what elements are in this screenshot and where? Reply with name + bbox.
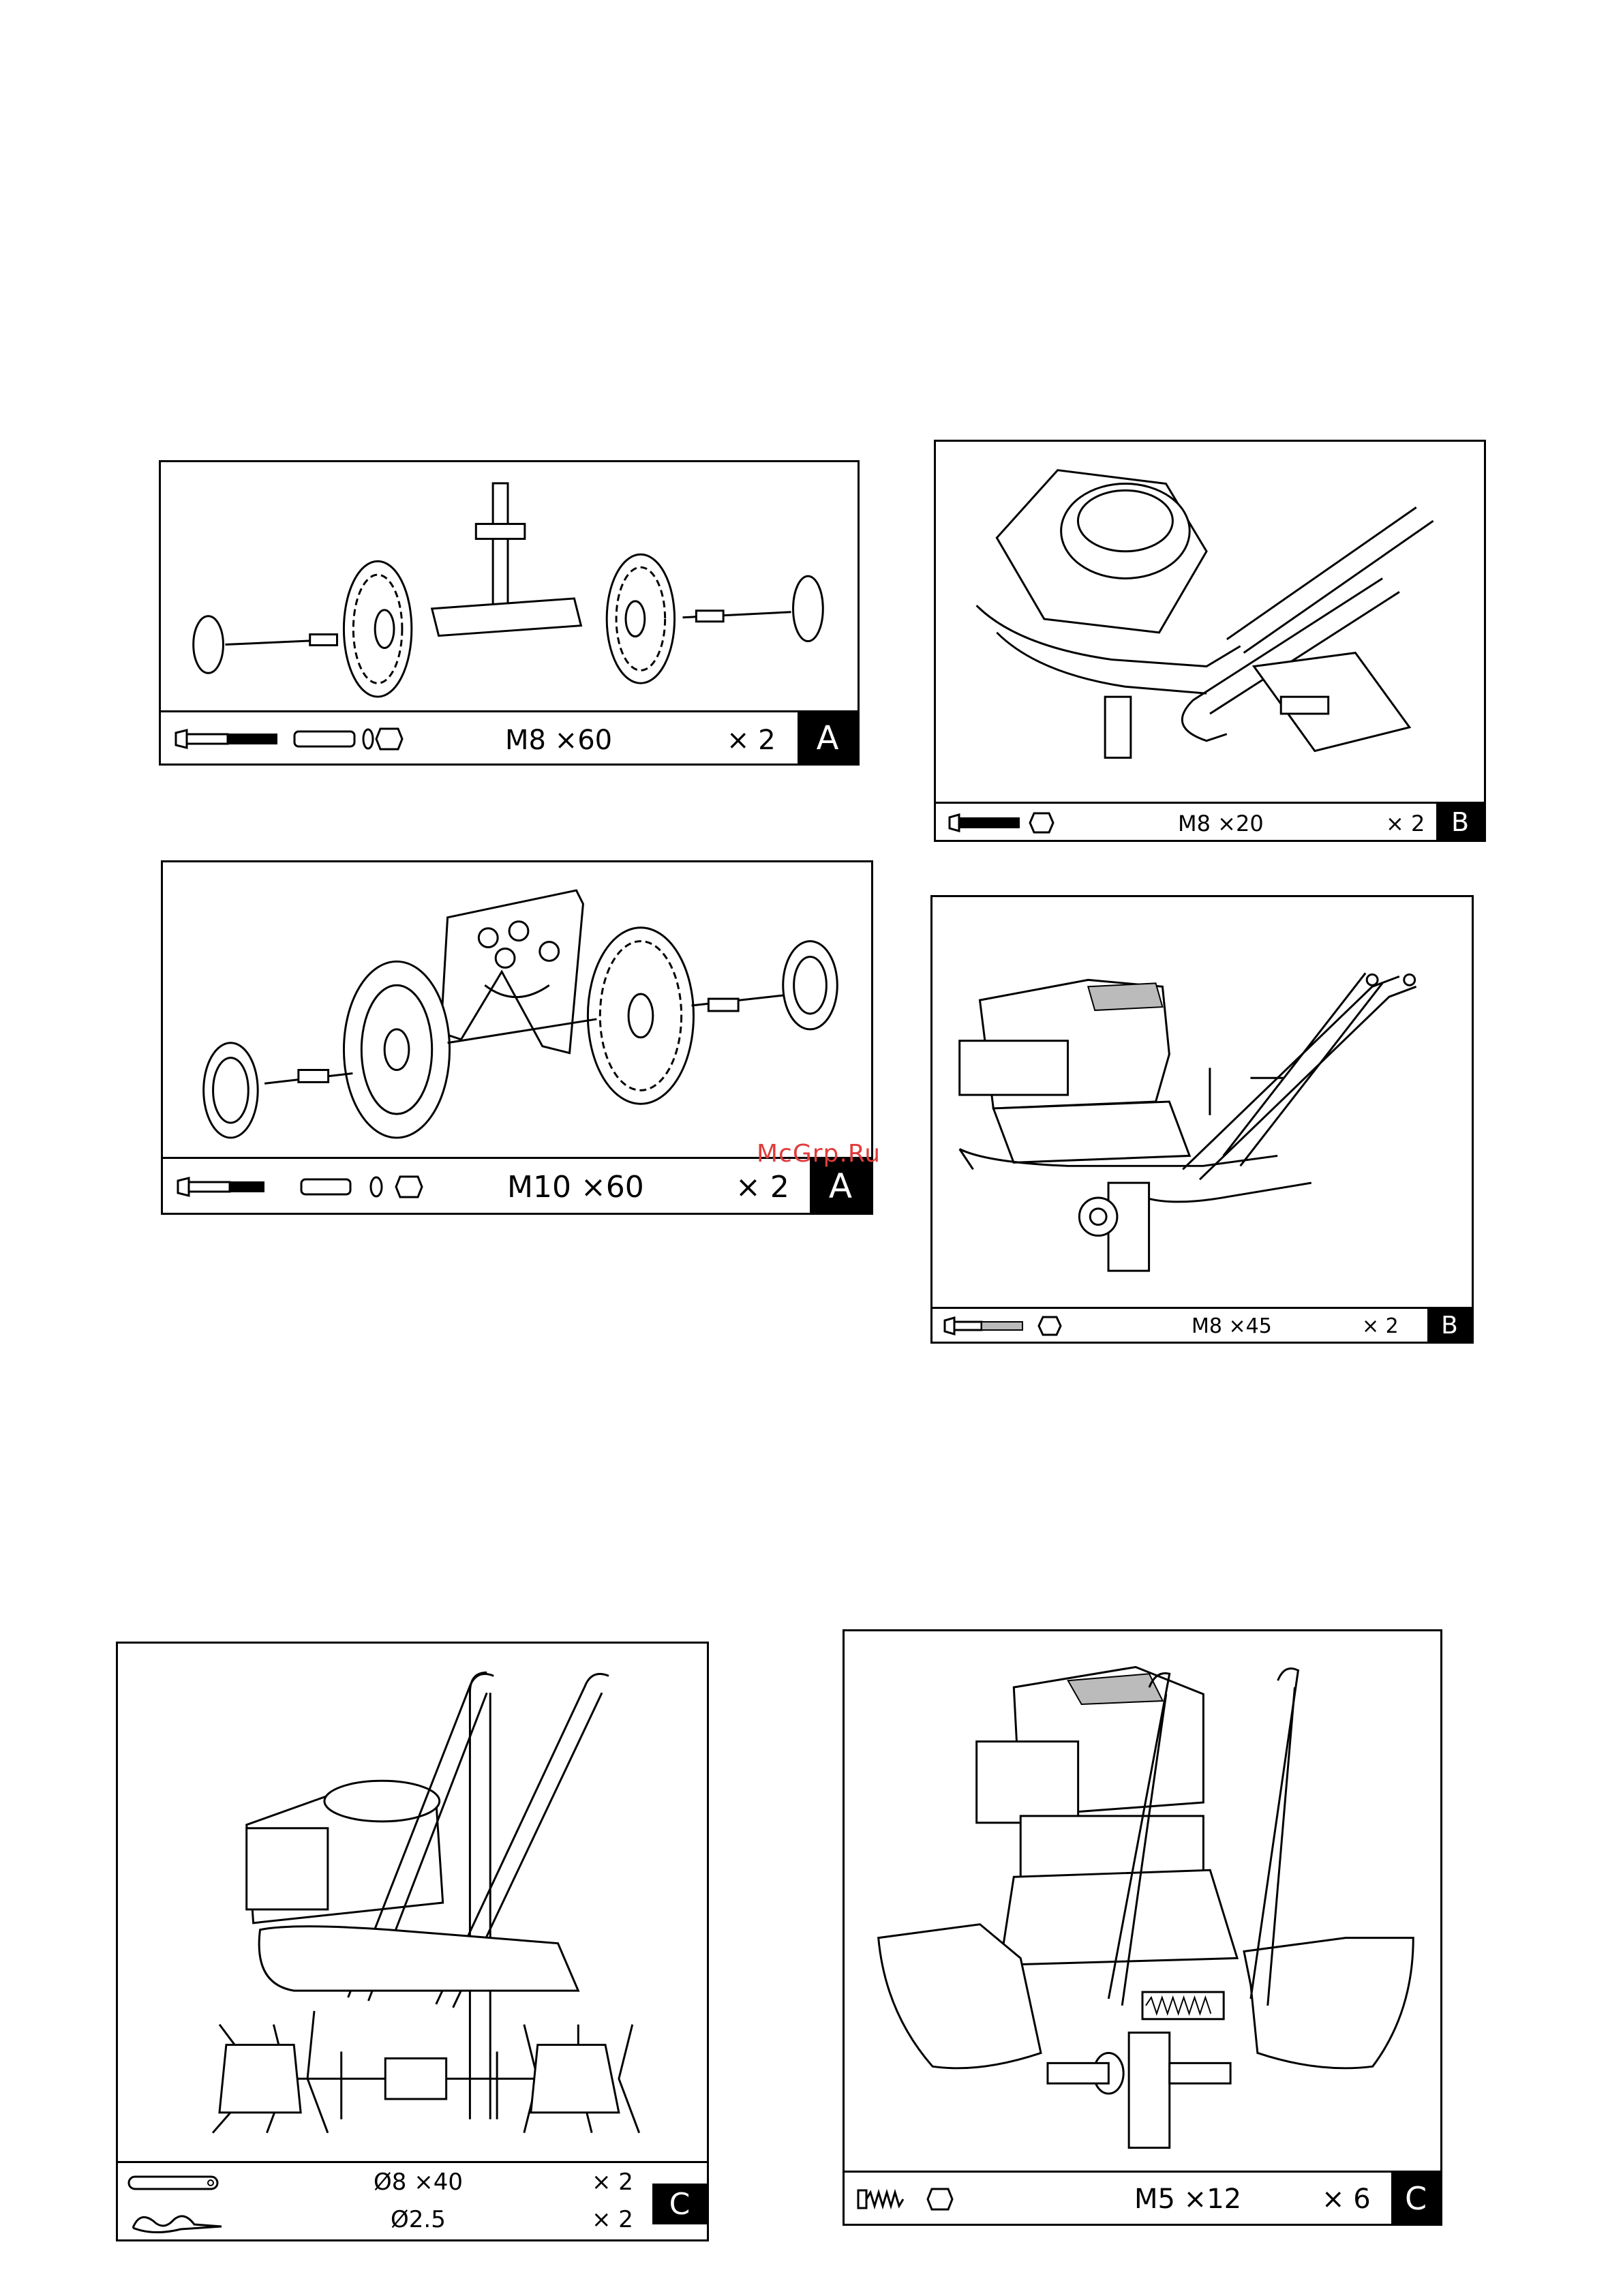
parts-icons <box>947 811 1063 835</box>
bolt-icon <box>176 730 277 748</box>
fastener-quantity: × 2 <box>735 1170 789 1205</box>
nut-icon <box>1039 1317 1061 1335</box>
step-badge: B <box>1427 1309 1472 1342</box>
panel-c1-tines-assembly: Ø8 ×40 × 2 Ø2.5 × 2 C <box>116 1642 709 2241</box>
parts-icons <box>173 722 412 756</box>
pin-quantity: × 2 <box>592 2169 633 2196</box>
engine-frame-handle-illustration <box>932 897 1472 1310</box>
fastener-quantity: × 2 <box>1362 1314 1399 1338</box>
nut-icon <box>928 2189 952 2209</box>
panel-b2-frame-handle: M8 ×45 × 2 B <box>930 895 1474 1344</box>
fastener-quantity: × 2 <box>727 725 776 756</box>
nut-icon <box>396 1177 422 1197</box>
step-badge: A <box>798 712 858 764</box>
fastener-spec: M8 ×20 <box>1178 811 1264 836</box>
washer-icon <box>371 1177 382 1196</box>
clip-spec: Ø2.5 <box>391 2206 446 2233</box>
watermark-text: McGrp.Ru <box>757 1140 881 1168</box>
spacer-tube-icon <box>301 1179 350 1194</box>
bolt-icon <box>950 815 1019 831</box>
bolt-icon <box>858 2190 903 2208</box>
spacer-tube-icon <box>294 731 354 746</box>
nut-icon <box>376 729 402 749</box>
clip-quantity: × 2 <box>592 2206 633 2233</box>
panel-b1-handle-bracket: M8 ×20 × 2 B <box>934 440 1486 842</box>
wheel-bracket-exploded-illustration <box>163 862 871 1162</box>
engine-handle-bracket-illustration <box>936 442 1484 800</box>
washer-icon <box>363 729 373 749</box>
panel-a1-wheel-axle: M8 ×60 × 2 A <box>159 460 860 766</box>
tine-shields-illustration <box>845 1631 1440 2170</box>
fastener-spec: M8 ×60 <box>505 725 612 756</box>
fastener-spec: M8 ×45 <box>1192 1314 1272 1338</box>
parts-icons <box>942 1314 1065 1338</box>
nut-icon <box>1030 813 1053 832</box>
bolt-icon <box>945 1318 1022 1334</box>
hair-pin-clip-icon <box>133 2216 222 2233</box>
fastener-quantity: × 2 <box>1386 811 1425 836</box>
panel-c2-tine-shields: M5 ×12 × 6 C <box>843 1629 1442 2226</box>
fastener-spec: M10 ×60 <box>507 1170 644 1205</box>
bolt-icon <box>178 1178 264 1196</box>
parts-icons <box>175 1170 441 1204</box>
wheel-axle-exploded-illustration <box>161 462 858 714</box>
parts-icons <box>855 2182 965 2216</box>
pin-spec: Ø8 ×40 <box>374 2169 463 2196</box>
fastener-quantity: × 6 <box>1322 2184 1371 2215</box>
tines-assembly-illustration <box>118 1644 707 2165</box>
clevis-pin-icon <box>129 2177 217 2189</box>
step-badge: C <box>652 2184 707 2224</box>
parts-row-clevis-pin: Ø8 ×40 × 2 <box>118 2163 707 2202</box>
step-badge: C <box>1391 2173 1440 2224</box>
step-badge: B <box>1436 804 1484 840</box>
parts-row-hair-pin-clip: Ø2.5 × 2 <box>118 2202 707 2241</box>
fastener-spec: M5 ×12 <box>1134 2184 1241 2215</box>
